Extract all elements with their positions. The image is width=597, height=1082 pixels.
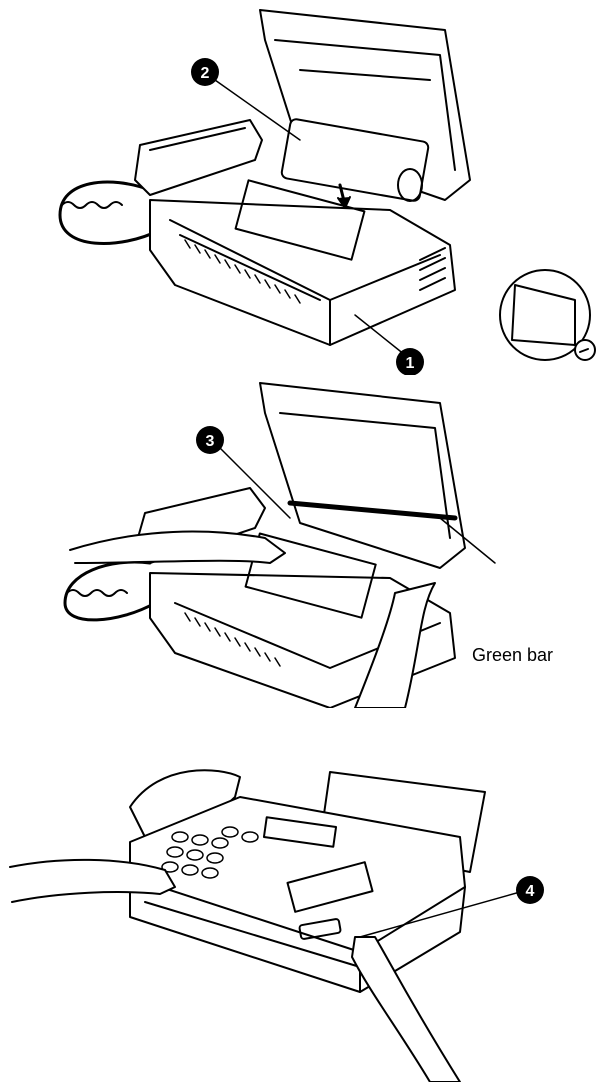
- keypad: [161, 826, 259, 879]
- callout-4: 4: [516, 876, 544, 904]
- left-hand-front: [9, 858, 176, 903]
- green-bar-label: Green bar: [472, 645, 554, 665]
- green-bar: [287, 500, 458, 521]
- fax-open-illustration: 2 1: [58, 9, 596, 375]
- svg-text:2: 2: [201, 65, 210, 82]
- handset: [134, 119, 263, 196]
- lcd-display: [262, 816, 338, 848]
- callout-3: 3: [196, 426, 224, 454]
- step-figure-open-cover: 2 1: [0, 0, 597, 375]
- fax-closed-illustration: 4: [9, 769, 544, 1082]
- svg-text:3: 3: [206, 433, 215, 450]
- step-figure-close-cover: 4: [0, 752, 597, 1082]
- svg-text:1: 1: [406, 355, 415, 372]
- callout-2: 2: [191, 58, 219, 86]
- left-hand: [69, 530, 286, 564]
- film-roll: [280, 118, 430, 202]
- step-figure-press-film: 3 Green bar: [0, 378, 597, 708]
- gear-detail-inset: [499, 269, 596, 361]
- fax-press-illustration: 3: [63, 382, 496, 708]
- right-hand-front: [351, 936, 461, 1082]
- right-hand: [354, 582, 436, 708]
- svg-text:4: 4: [526, 883, 535, 900]
- callout-1: 1: [396, 348, 424, 375]
- handset-cord: [58, 180, 162, 245]
- fax-base: [149, 199, 456, 346]
